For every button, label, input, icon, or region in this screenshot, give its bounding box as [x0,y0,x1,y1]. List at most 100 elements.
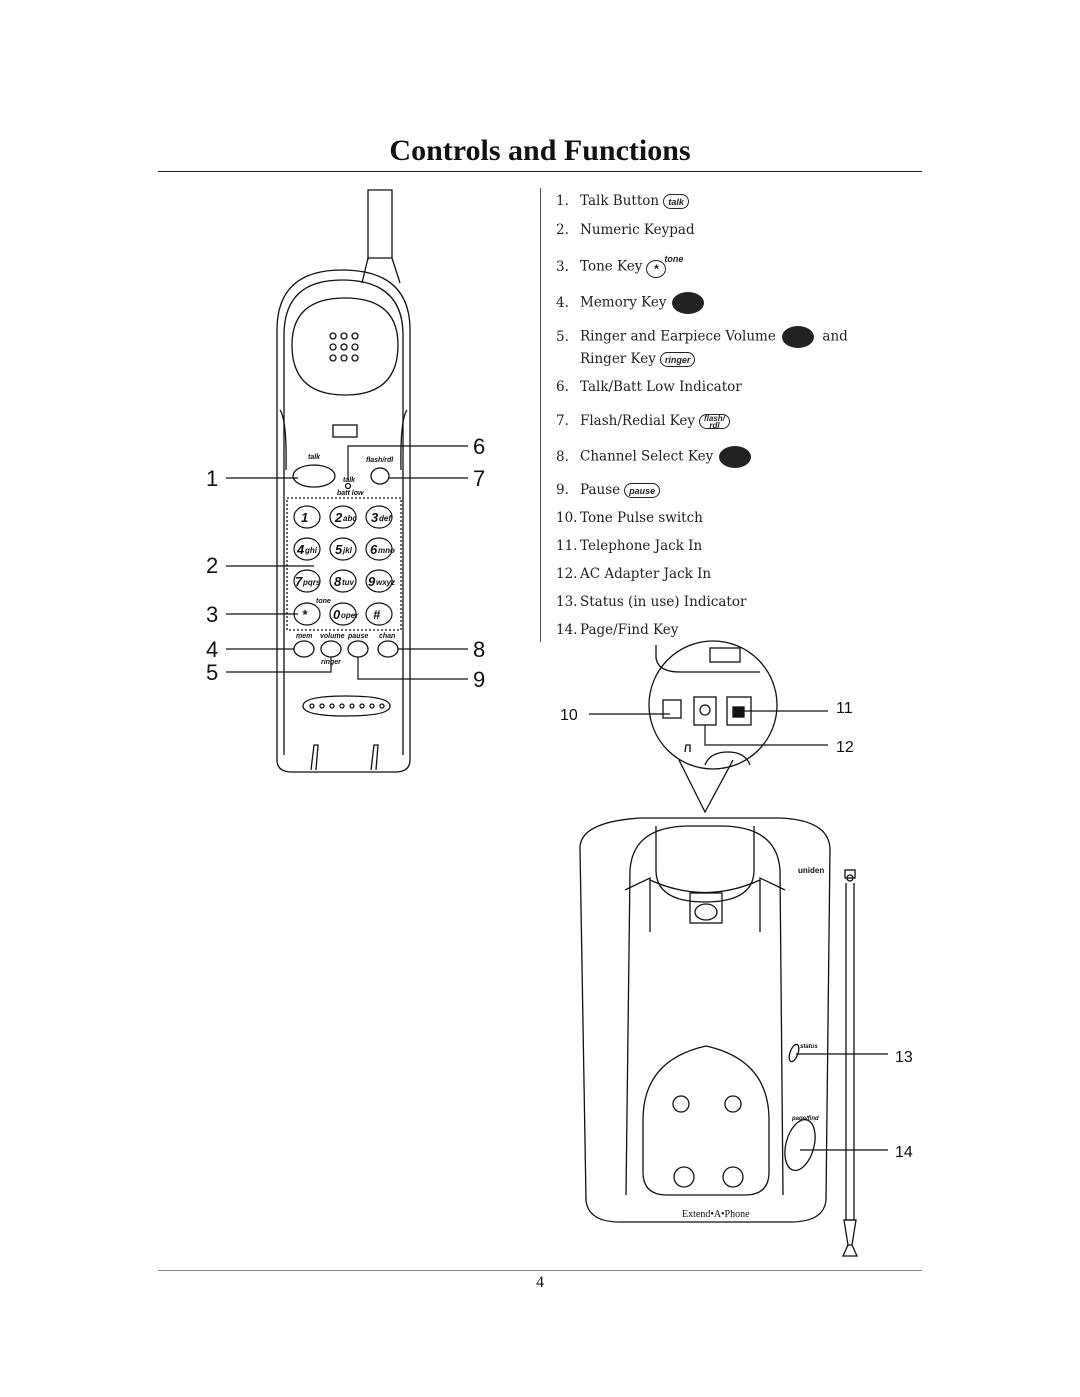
key-0: 0 [333,607,341,622]
callout-9: 9 [473,667,485,692]
base-antenna [845,883,855,1221]
ringer-key-icon: ringer [659,352,696,367]
callout-6: 6 [473,434,485,459]
callout-13: 13 [895,1049,913,1066]
zoom-circle [648,640,778,770]
item-label: Talk Button [580,193,660,209]
callout-14: 14 [895,1144,913,1161]
talk-key-icon: talk [663,194,690,209]
list-item: 8.Channel Select Key [556,446,752,468]
flash-redial-key-icon: flash/rdl [699,414,730,430]
batt-low-label: batt low [337,490,364,497]
product-name: Extend•A•Phone [682,1209,750,1220]
item-number: 2. [556,222,569,238]
item-label: AC Adapter Jack In [580,566,712,582]
earpiece-holes [329,332,359,362]
item-number: 1. [556,193,569,209]
list-item: 4. Memory Key [556,292,705,314]
callout-3: 3 [206,602,218,627]
callout-8: 8 [473,637,485,662]
item-number: 3. [556,258,569,275]
callout-2: 2 [206,553,218,578]
talk-indicator-label: talk [343,477,356,484]
pause-label: pause [347,633,368,640]
item-number: 7. [556,413,569,429]
callout-11: 11 [836,700,853,717]
earpiece [291,297,399,396]
callout-1: 1 [206,466,218,491]
callout-4: 4 [206,637,218,662]
pause-key-icon: pause [624,483,661,498]
cradle-contact [689,892,723,924]
volume-key-icon [781,326,814,348]
item-number: 4. [556,294,569,311]
item-number: 14. [556,622,578,638]
key-star: * [302,607,308,622]
callout-5: 5 [206,660,218,685]
page-find-label: page/find [791,1116,819,1122]
footer-rule [158,1270,922,1271]
svg-text:mno: mno [378,546,395,555]
key-7: 7 [295,574,303,589]
item-number: 11. [556,538,578,554]
key-6: 6 [370,542,378,557]
flash-rdl-button [370,467,390,485]
item-label: Memory Key [580,294,667,311]
item-label: Talk/Batt Low Indicator [580,379,742,395]
item-label: Pause [580,482,621,498]
talk-button [292,464,336,488]
mouthpiece-holes [309,703,385,709]
item-label: Telephone Jack In [580,538,703,554]
tone-label: tone [316,598,331,605]
page-title: Controls and Functions [389,134,691,167]
list-item: 3.Tone Key*tone [556,254,694,278]
numeric-keypad [293,505,393,626]
title-rule [158,171,922,172]
speaker-area [642,1045,770,1196]
item-label: Tone Pulse switch [580,510,703,526]
item-label: Ringer and Earpiece Volume [580,328,776,345]
key-2: 2 [334,510,343,525]
list-item: 2. Numeric Keypad [556,221,695,239]
brand-logo: uniden [798,866,824,875]
svg-text:ghi: ghi [304,546,318,555]
item-number: 10. [556,510,578,526]
key-9: 9 [368,574,376,589]
item-label: Status (in use) Indicator [580,594,747,610]
svg-text:pqrs: pqrs [302,578,321,587]
svg-text:jkl: jkl [342,546,353,555]
list-item: 5. Ringer and Earpiece Volume and [556,326,848,348]
item-label: Numeric Keypad [580,222,695,238]
item-number: 6. [556,379,569,395]
item-number: 9. [556,482,569,498]
item-number: 5. [556,328,569,345]
mem-label: mem [296,633,312,640]
memory-key-icon [672,292,705,314]
list-item: 6. Talk/Batt Low Indicator [556,378,742,396]
handset-body [276,269,411,773]
item-suffix: and [822,328,848,345]
indicator-window [332,424,358,438]
list-item: 14.Page/Find Key [556,621,678,639]
key-1: 1 [301,510,308,525]
list-item: 13.Status (in use) Indicator [556,593,746,611]
tone-pulse-switch [662,699,682,719]
talk-label: talk [308,454,321,461]
legend-divider [540,188,541,642]
telephone-jack [732,706,745,718]
tone-key-icon: *tone [646,254,694,278]
status-label: status [800,1044,818,1050]
list-item: 10.Tone Pulse switch [556,509,703,527]
volume-label: volume [320,633,345,640]
key-hash: # [373,607,381,622]
key-4: 4 [296,542,305,557]
ac-adapter-jack [699,704,711,716]
base-body [579,817,831,1223]
item-number: 8. [556,448,569,465]
callout-12: 12 [836,739,854,756]
svg-text:def: def [379,514,392,523]
